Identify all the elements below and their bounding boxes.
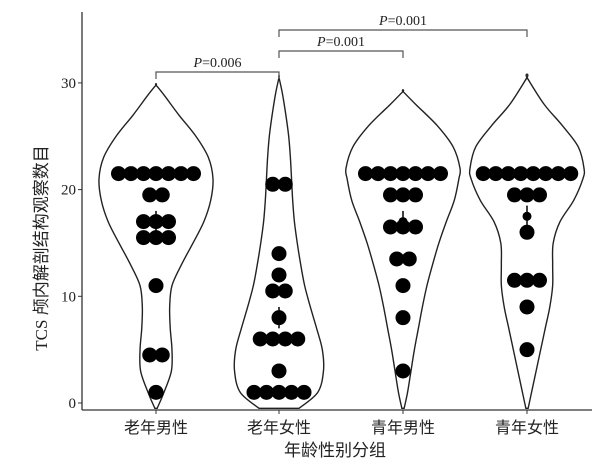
data-point	[136, 230, 151, 246]
data-point	[395, 363, 411, 379]
data-point	[519, 224, 535, 240]
x-tick-label: 老年男性	[124, 419, 188, 437]
y-axis-label: TCS 颅内解剖结构观察数目	[32, 145, 51, 350]
p-value-label: P=0.001	[316, 35, 365, 50]
data-point	[532, 187, 547, 203]
data-point	[488, 166, 504, 182]
data-point	[538, 166, 554, 182]
data-point	[519, 342, 535, 358]
axes: 0 10 20 30 老年男性 老年女性 青年男性 青年女性	[61, 12, 592, 437]
median-point	[274, 313, 284, 323]
x-axis-label: 年龄性别分组	[284, 441, 386, 460]
violin-1	[98, 83, 214, 410]
median-point	[398, 217, 408, 227]
data-point	[519, 272, 535, 288]
dots	[111, 166, 579, 400]
data-point	[395, 166, 411, 182]
data-point	[284, 384, 299, 400]
significance-bracket	[278, 29, 528, 37]
data-point	[513, 166, 529, 182]
data-point	[252, 331, 268, 347]
data-point	[265, 283, 281, 299]
x-tick-label: 青年男性	[371, 419, 435, 437]
data-point	[148, 384, 164, 400]
data-point	[389, 251, 405, 267]
data-point	[395, 187, 411, 203]
data-point	[532, 272, 547, 288]
median-point	[522, 211, 532, 221]
data-point	[401, 251, 417, 267]
data-point	[111, 166, 126, 182]
data-point	[154, 187, 170, 203]
data-point	[277, 283, 293, 299]
data-point	[154, 347, 170, 363]
data-point	[142, 347, 158, 363]
x-tick-label: 青年女性	[495, 418, 559, 437]
data-point	[246, 384, 262, 400]
data-point	[370, 166, 386, 182]
data-point	[136, 214, 151, 230]
data-point	[271, 363, 287, 379]
data-point	[408, 219, 423, 235]
significance-bracket	[155, 71, 280, 79]
y-tick-label: 0	[69, 396, 77, 412]
data-point	[148, 230, 164, 246]
data-point	[265, 176, 281, 192]
data-point	[358, 166, 373, 182]
data-point	[148, 278, 164, 294]
data-point	[161, 166, 176, 182]
data-point	[550, 166, 566, 182]
data-point	[271, 246, 287, 262]
data-point	[123, 166, 139, 182]
data-point	[136, 166, 151, 182]
data-point	[259, 384, 274, 400]
data-point	[475, 166, 491, 182]
data-point	[395, 278, 411, 294]
data-point	[395, 310, 411, 326]
x-tick-label: 老年女性	[247, 418, 311, 437]
data-point	[525, 166, 541, 182]
data-point	[383, 166, 398, 182]
p-value-label: P=0.001	[378, 14, 427, 29]
data-point	[507, 272, 522, 288]
data-point	[420, 166, 436, 182]
data-point	[186, 166, 201, 182]
data-point	[173, 166, 189, 182]
data-point	[142, 187, 158, 203]
data-point	[519, 187, 535, 203]
data-point	[383, 219, 398, 235]
significance-bracket	[278, 50, 404, 58]
data-point	[271, 384, 287, 400]
data-point	[408, 187, 423, 203]
data-point	[277, 331, 293, 347]
data-point	[507, 187, 522, 203]
data-point	[277, 176, 293, 192]
data-point	[265, 331, 281, 347]
data-point	[148, 166, 164, 182]
data-point	[408, 166, 423, 182]
median-point	[151, 217, 161, 227]
violin-4	[468, 73, 586, 410]
data-point	[433, 166, 448, 182]
y-tick-label: 10	[61, 289, 76, 305]
data-point	[519, 299, 535, 315]
data-point	[161, 214, 176, 230]
data-point	[563, 166, 579, 182]
data-point	[383, 187, 398, 203]
data-point	[296, 384, 312, 400]
data-point	[290, 331, 306, 347]
y-tick-label: 20	[61, 183, 76, 199]
violin-3	[344, 89, 462, 410]
y-tick-label: 30	[61, 76, 76, 92]
violin-2	[233, 74, 325, 410]
data-point	[161, 230, 176, 246]
data-point	[500, 166, 516, 182]
data-point	[271, 267, 287, 283]
p-value-label: P=0.006	[193, 56, 242, 71]
